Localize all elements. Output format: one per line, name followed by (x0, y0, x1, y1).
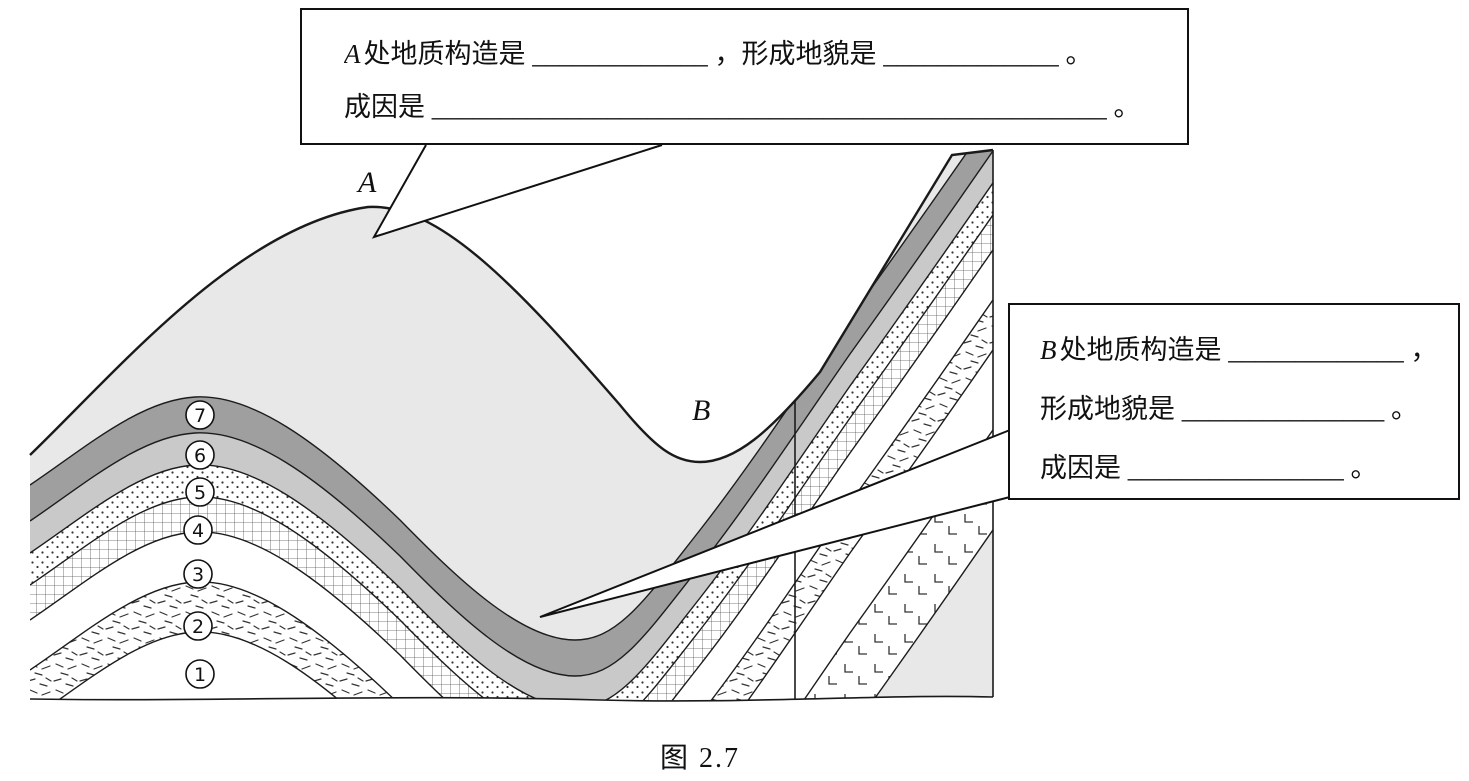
badge-number: 4 (192, 520, 204, 542)
block-bottom-edge (29, 695, 994, 702)
badge-circle (185, 477, 215, 507)
badge-circle (183, 515, 213, 545)
layer-badge-7: 7 (185, 400, 215, 430)
callout-b-pointer (539, 429, 1011, 618)
figure-caption: 图 2.7 (659, 743, 740, 774)
badge-number: 7 (194, 405, 206, 427)
badge-circle (185, 400, 215, 430)
point-b-label: B (692, 394, 710, 427)
badge-number: 2 (192, 616, 204, 638)
layer-badge-2: 2 (183, 611, 213, 641)
callout-a-line2: 成因是 ____________________________________… (344, 81, 1177, 134)
layer-badge-5: 5 (185, 477, 215, 507)
point-a-label: A (356, 166, 377, 199)
layer-badge-4: 4 (183, 515, 213, 545)
badge-circle (183, 559, 213, 589)
boundary-7-6 (30, 150, 993, 677)
badge-number: 5 (194, 482, 206, 504)
callout-b-line2-text: 形成地貌是 _______________ 。 (1040, 394, 1418, 424)
terrain-outline (29, 148, 994, 464)
callout-b-line3: 成因是 ________________ 。 (1040, 439, 1450, 498)
badge-circle (183, 611, 213, 641)
callout-b-line3-text: 成因是 ________________ 。 (1040, 453, 1378, 483)
badge-number: 6 (194, 445, 206, 467)
badge-number: 1 (194, 664, 206, 686)
boundary-1-l (30, 426, 993, 701)
callout-a-line2-text: 成因是 ____________________________________… (344, 92, 1141, 122)
callout-a-line1-text: 处地质构造是 _____________ ，形成地貌是 ____________… (363, 39, 1093, 69)
point-label-a: A (344, 39, 361, 69)
callout-b-line2: 形成地貌是 _______________ 。 (1040, 380, 1450, 439)
badge-circle (185, 659, 215, 689)
layer-badge-1: 1 (185, 659, 215, 689)
badge-number: 3 (192, 564, 204, 586)
point-label-b: B (1040, 335, 1057, 365)
badge-circle (185, 440, 215, 470)
layer-badge-3: 3 (183, 559, 213, 589)
layer-badge-6: 6 (185, 440, 215, 470)
callout-b-line1-text: 处地质构造是 _____________ ， (1059, 335, 1438, 365)
callout-a-pointer (371, 144, 663, 239)
